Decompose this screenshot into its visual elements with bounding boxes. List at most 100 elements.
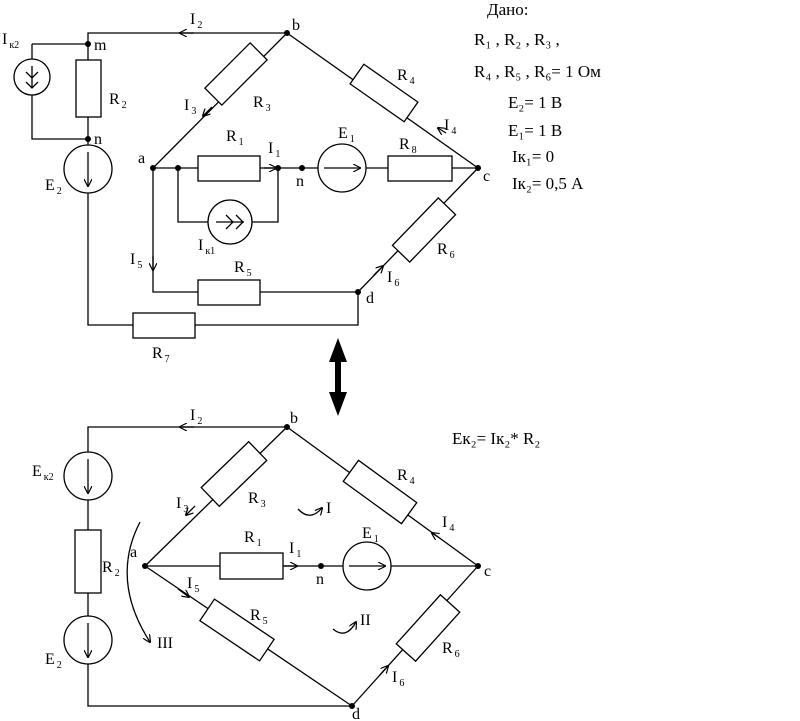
node-dot-m (85, 41, 91, 47)
loop-label-ii: II (360, 612, 371, 629)
node-dot-n-bottom (318, 563, 324, 569)
resistor-r1-bottom (219, 552, 284, 580)
node-label-n-left: n (94, 131, 102, 148)
node-label-n-bottom: n (316, 571, 324, 588)
wire-a-r5 (152, 168, 198, 293)
resistor-r1 (197, 155, 261, 182)
node-label-a: a (138, 150, 145, 167)
loop-ii-arrow-icon (332, 622, 356, 634)
node-dot-c-bottom (475, 563, 481, 569)
node-label-b: b (292, 17, 300, 34)
formula-ek2: Eк₂= Iк₂* R₂ (452, 429, 540, 448)
wire-n-left (31, 95, 89, 140)
wire-ik1-right (252, 168, 279, 223)
given-line-5: Iк₁= 0 (512, 147, 554, 166)
node-label-b-bottom: b (290, 410, 298, 427)
node-label-n-mid: n (296, 173, 304, 190)
wire-r7-d (195, 292, 359, 326)
loop-i-arrow-icon (297, 508, 322, 515)
resistor-r7 (132, 312, 196, 339)
node-dot-n-mid (299, 165, 305, 171)
loop-label-iii: III (157, 635, 173, 652)
i5-bottom-arrow-icon (177, 588, 189, 597)
ik2-arrows-icon (25, 66, 39, 89)
node-label-m: m (94, 37, 107, 54)
node-dot-b (284, 30, 290, 36)
resistor-r2-bottom (74, 529, 102, 594)
wire-e2-d-bottom (87, 664, 352, 707)
node-dot-d (355, 289, 361, 295)
loop-label-i: I (326, 500, 331, 517)
wire-m-b (87, 32, 287, 44)
i3-arrow-icon (203, 106, 213, 116)
given-line-1: R₁ , R₂ , R₃ , (474, 30, 560, 49)
given-line-3: E₂= 1 В (508, 93, 562, 112)
i4-arrow-icon (438, 128, 447, 133)
node-label-c: c (483, 168, 490, 185)
wire-ik1-left (177, 168, 208, 223)
node-dot-a-bottom (142, 563, 148, 569)
ik1-arrows-icon (216, 214, 244, 230)
node-dot-c (475, 165, 481, 171)
node-dot-d-bottom (349, 703, 355, 709)
resistor-r8 (387, 155, 453, 182)
resistor-r3-bottom (200, 440, 268, 508)
equivalence-arrow-icon (329, 338, 347, 416)
node-dot-a (150, 165, 156, 171)
node-label-c-bottom: c (484, 563, 491, 580)
node-label-d: d (366, 290, 374, 307)
resistor-r5 (197, 279, 261, 306)
node-dot-ik1-right (275, 165, 281, 171)
resistor-r3 (203, 41, 269, 107)
i4-bottom-arrow-icon (432, 533, 442, 539)
resistor-r6-bottom (395, 593, 461, 663)
given-line-4: E₁= 1 В (508, 121, 562, 140)
resistor-r4 (349, 63, 419, 123)
node-label-a-bottom: a (130, 544, 137, 561)
node-dot-b-bottom (284, 424, 290, 430)
resistor-r2 (75, 59, 102, 118)
resistor-r5-bottom (198, 598, 276, 662)
resistor-r4-bottom (342, 459, 418, 525)
wire-e2-r7 (87, 193, 133, 326)
loop-iii-arrow-icon (126, 521, 150, 642)
given-data: Дано: R₁ , R₂ , R₃ , R₄ , R₅ , R₆= 1 Ом … (474, 0, 601, 193)
i6-arrow-icon (373, 266, 383, 276)
i6-bottom-arrow-icon (378, 666, 388, 677)
